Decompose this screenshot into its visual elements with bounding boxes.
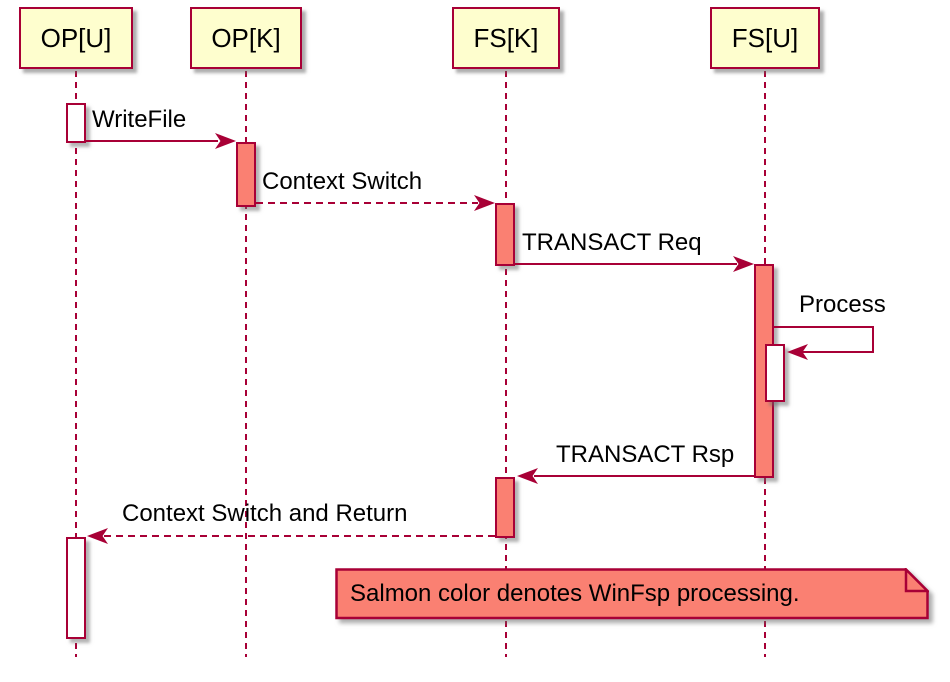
note-text: Salmon color denotes WinFsp processing. xyxy=(350,580,800,607)
lifeline-op-u xyxy=(75,71,77,657)
activation-fs-u-inner xyxy=(765,344,785,402)
arrowhead-right-icon xyxy=(215,133,236,149)
message-line-transact-rsp xyxy=(534,475,754,477)
self-message-vertical-line xyxy=(872,326,874,353)
actor-head-op-u: OP[U] xyxy=(19,7,133,69)
message-line-writefile xyxy=(86,140,218,142)
activation-fs-k-2 xyxy=(495,477,515,538)
message-line-context-switch-return xyxy=(104,535,495,537)
note-fold-corner-icon xyxy=(904,568,929,593)
actor-label: OP[K] xyxy=(211,22,281,53)
note: Salmon color denotes WinFsp processing. xyxy=(335,568,929,620)
activation-op-u-2 xyxy=(66,537,86,639)
actor-label: OP[U] xyxy=(40,22,112,53)
activation-op-k xyxy=(236,142,256,207)
self-message-top-line xyxy=(774,326,874,328)
message-line-transact-req xyxy=(515,263,737,265)
actor-head-fs-u: FS[U] xyxy=(710,7,820,69)
actor-head-op-k: OP[K] xyxy=(190,7,302,69)
message-label-process: Process xyxy=(799,291,886,318)
message-label-transact-rsp: TRANSACT Rsp xyxy=(556,441,735,468)
actor-label: FS[K] xyxy=(473,22,539,53)
actor-label: FS[U] xyxy=(731,22,799,53)
actor-head-fs-k: FS[K] xyxy=(452,7,560,69)
self-message-return-line xyxy=(790,351,874,353)
lifeline-fs-k xyxy=(505,71,507,657)
message-label-transact-req: TRANSACT Req xyxy=(522,229,702,256)
message-label-context-switch-return: Context Switch and Return xyxy=(122,500,408,527)
activation-fs-k-1 xyxy=(495,203,515,266)
message-label-writefile: WriteFile xyxy=(92,106,187,133)
message-label-context-switch: Context Switch xyxy=(262,168,423,195)
message-line-context-switch xyxy=(256,202,478,204)
note-shape xyxy=(335,568,929,620)
lifeline-op-k xyxy=(245,71,247,657)
activation-op-u-1 xyxy=(66,103,86,143)
